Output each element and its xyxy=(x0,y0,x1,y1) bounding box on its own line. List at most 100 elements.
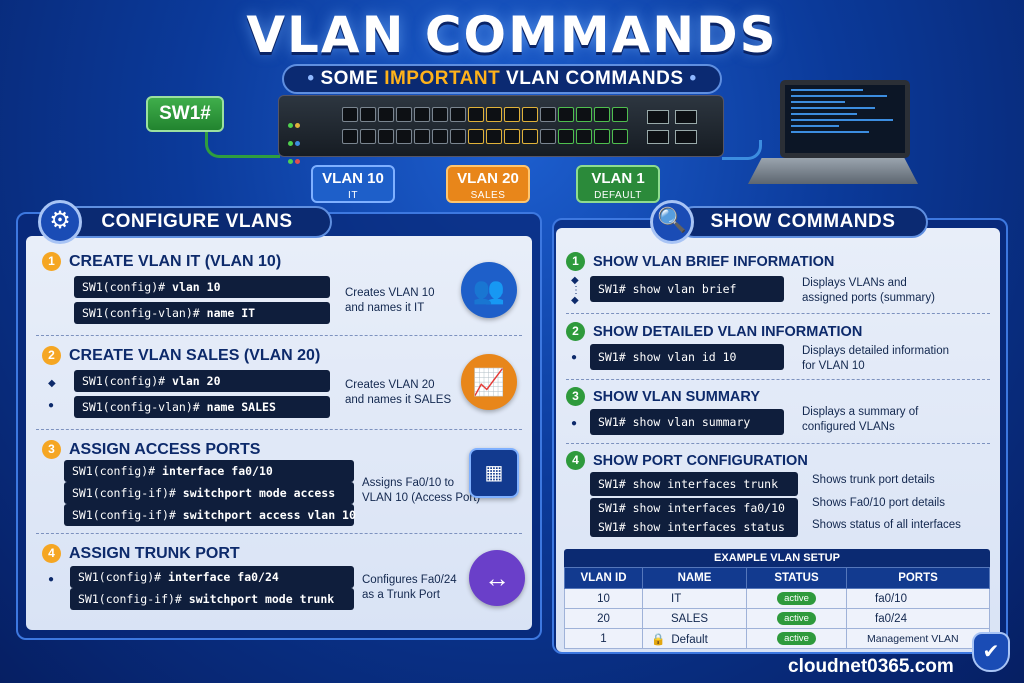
command-line[interactable]: SW1# show vlan summary xyxy=(590,409,784,435)
switch-port xyxy=(432,107,448,122)
command-line[interactable]: SW1(config-vlan)# name IT xyxy=(74,302,330,324)
table-row: 1 🔒Default active Management VLAN xyxy=(564,628,990,649)
vlan-id-cell: 10 xyxy=(564,588,643,609)
switch-port xyxy=(612,129,628,144)
laptop-icon xyxy=(780,80,910,158)
gear-icon: ⚙ xyxy=(38,200,82,244)
switch-port xyxy=(450,107,466,122)
command-line[interactable]: SW1(config-vlan)# name SALES xyxy=(74,396,330,418)
divider xyxy=(566,379,990,380)
column-header: NAME xyxy=(642,567,747,589)
sfp-port xyxy=(647,110,669,124)
switch-port xyxy=(558,107,574,122)
step-number: 4 xyxy=(566,451,585,470)
bullet-icon: ● xyxy=(48,400,55,411)
step-number: 2 xyxy=(42,346,61,365)
command-description: Shows trunk port details xyxy=(812,474,935,486)
command-line[interactable]: SW1# show interfaces status xyxy=(590,517,798,537)
command-line[interactable]: SW1(config)# vlan 10 xyxy=(74,276,330,298)
switch-port xyxy=(576,129,592,144)
switch-port xyxy=(360,107,376,122)
dot-icon: • xyxy=(307,68,315,89)
lock-icon: 🔒 xyxy=(651,633,666,646)
switch-icon: ▦ xyxy=(469,448,519,498)
switch-port xyxy=(414,107,430,122)
chart-icon: 📈 xyxy=(461,354,517,410)
command-line[interactable]: SW1(config-if)# switchport access vlan 1… xyxy=(64,504,356,526)
subtitle: •SOME IMPORTANT VLAN COMMANDS• xyxy=(282,64,722,94)
vlan-status-cell: active xyxy=(746,628,847,649)
switch-port xyxy=(558,129,574,144)
bullet-icon: ● xyxy=(48,574,55,585)
column-header: VLAN ID xyxy=(564,567,643,589)
switch-port xyxy=(468,129,484,144)
subtitle-highlight: IMPORTANT xyxy=(384,68,501,89)
switch-port xyxy=(522,107,538,122)
bullet-icon: ● xyxy=(571,352,578,363)
switch-port xyxy=(414,129,430,144)
status-leds xyxy=(287,116,307,170)
command-line[interactable]: SW1(config)# interface fa0/24 xyxy=(70,566,354,588)
configure-panel-body xyxy=(26,236,532,630)
switch-port xyxy=(396,129,412,144)
configure-heading: CONFIGURE VLANS xyxy=(62,206,332,238)
command-line[interactable]: SW1(config)# vlan 20 xyxy=(74,370,330,392)
status-badge: active xyxy=(777,592,816,605)
cable xyxy=(205,132,280,158)
vlan-id-cell: 20 xyxy=(564,608,643,629)
step-number: 3 xyxy=(566,387,585,406)
site-url[interactable]: cloudnet0365.com xyxy=(788,656,954,677)
switch-label: SW1# xyxy=(146,96,224,132)
table-row: 10 IT active fa0/10 xyxy=(564,588,990,609)
command-description: Shows Fa0/10 port details xyxy=(812,497,945,509)
divider xyxy=(566,443,990,444)
command-line[interactable]: SW1(config)# interface fa0/10 xyxy=(64,460,354,482)
switch-port xyxy=(486,129,502,144)
switch-port xyxy=(378,129,394,144)
switch-port xyxy=(594,107,610,122)
bullet-icon: ● xyxy=(571,418,578,429)
table-header-row: VLAN ID NAME STATUS PORTS xyxy=(564,567,990,589)
command-line[interactable]: SW1# show interfaces fa0/10 xyxy=(590,498,798,518)
command-line[interactable]: SW1# show vlan id 10 xyxy=(590,344,784,370)
divider xyxy=(566,313,990,314)
arrows-icon: ↔ xyxy=(469,550,525,606)
switch-port xyxy=(504,107,520,122)
table-row: 20 SALES active fa0/24 xyxy=(564,608,990,629)
command-line[interactable]: SW1(config-if)# switchport mode access xyxy=(64,482,354,504)
switch-port xyxy=(360,129,376,144)
command-line[interactable]: SW1# show vlan brief xyxy=(590,276,784,302)
divider xyxy=(36,429,522,430)
command-line[interactable]: SW1# show interfaces trunk xyxy=(590,472,798,496)
switch-port xyxy=(468,107,484,122)
vlan-ports-cell: fa0/24 xyxy=(846,608,990,629)
vlan-name-cell: SALES xyxy=(642,608,747,629)
show-heading: SHOW COMMANDS xyxy=(678,206,928,238)
bullet-icon: ◆⋮◆ xyxy=(571,275,581,306)
subtitle-post: VLAN COMMANDS xyxy=(506,68,684,89)
column-header: STATUS xyxy=(746,567,847,589)
page-title: VLAN COMMANDS xyxy=(246,6,778,64)
command-line[interactable]: SW1(config-if)# switchport mode trunk xyxy=(70,588,354,610)
sfp-port xyxy=(647,130,669,144)
divider xyxy=(36,533,522,534)
switch-port xyxy=(396,107,412,122)
vlan-name-cell: 🔒Default xyxy=(642,628,747,649)
step-number: 1 xyxy=(42,252,61,271)
subtitle-pre: SOME xyxy=(320,68,379,89)
bullet-icon: ◆ xyxy=(48,378,56,389)
